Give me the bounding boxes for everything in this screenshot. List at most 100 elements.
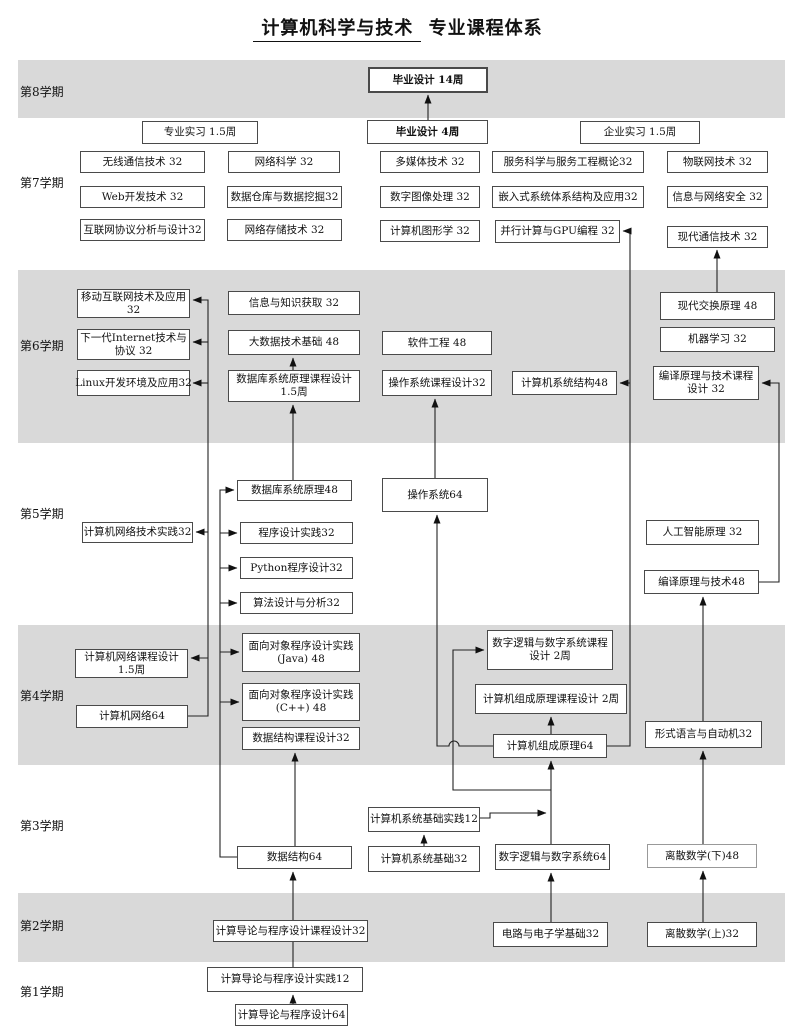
semester-label: 第2学期 [20, 919, 64, 933]
course-node: 计算机组成原理课程设计 2周 [475, 684, 627, 714]
course-node-label: 协议 32 [114, 344, 153, 357]
course-node-label: 面向对象程序设计实践 [248, 689, 354, 701]
course-node-label: 计算机网络课程设计 [84, 650, 179, 663]
course-node: 数字逻辑与数字系统64 [495, 844, 610, 870]
course-node: 网络科学 32 [228, 151, 340, 173]
course-node-label: Web开发技术 32 [101, 190, 184, 203]
semester-label: 第3学期 [20, 819, 64, 833]
course-node: 大数据技术基础 48 [228, 330, 360, 355]
course-node: 操作系统课程设计32 [382, 370, 492, 396]
course-node-label: 嵌入式系统体系结构及应用32 [498, 190, 638, 203]
course-node-label: 计算导论与程序设计实践12 [220, 973, 350, 985]
course-node-label: 计算机组成原理64 [506, 739, 594, 752]
edge [480, 809, 547, 819]
course-node-label: 1.5周 [117, 663, 146, 676]
course-node-label: 计算导论与程序设计课程设计32 [215, 924, 366, 937]
course-node-label: 数据库系统原理48 [251, 484, 338, 496]
course-node: 下一代Internet技术与协议 32 [77, 329, 190, 360]
course-node-label: 数据库系统原理课程设计 [236, 373, 352, 385]
course-node: 算法设计与分析32 [240, 592, 353, 614]
edge [188, 296, 209, 717]
course-node: 计算机系统基础32 [368, 846, 480, 872]
edge [433, 514, 493, 747]
course-node-label: 现代通信技术 32 [677, 230, 758, 243]
course-node-label: 32 [126, 303, 141, 316]
course-node-label: 下一代Internet技术与 [80, 331, 187, 344]
course-node: 计算机系统结构48 [512, 371, 617, 395]
course-node: 计算机系统基础实践12 [368, 807, 480, 832]
course-node-label: 计算机组成原理课程设计 2周 [482, 692, 620, 705]
course-node-label: 计算机网络技术实践32 [83, 526, 192, 538]
course-node: 计算导论与程序设计实践12 [207, 967, 363, 992]
course-node-label: 数字图像处理 32 [390, 190, 470, 203]
course-node: 信息与知识获取 32 [228, 291, 360, 315]
course-node: 无线通信技术 32 [80, 151, 205, 173]
edge [219, 486, 237, 858]
course-node: 程序设计实践32 [240, 522, 353, 544]
course-node-label: 移动互联网技术及应用 [81, 290, 186, 303]
course-node: 软件工程 48 [382, 331, 492, 355]
course-node: 计算导论与程序设计64 [235, 1004, 348, 1026]
edge [607, 227, 632, 747]
course-node: Linux开发环境及应用32 [75, 370, 192, 396]
course-node: 数据结构64 [237, 846, 352, 869]
course-node: 计算机图形学 32 [380, 220, 480, 242]
course-node-label: 电路与电子学基础32 [501, 928, 600, 940]
course-node-label: 编译原理与技术课程 [658, 370, 754, 382]
course-node: 编译原理与技术48 [644, 570, 759, 594]
course-node-label: 物联网技术 32 [682, 155, 753, 168]
course-node: 嵌入式系统体系结构及应用32 [492, 186, 644, 208]
course-node: 数据仓库与数据挖掘32 [227, 186, 342, 208]
course-node: 操作系统64 [382, 478, 488, 512]
course-node-label: 数字逻辑与数字系统64 [498, 850, 607, 863]
course-node: 人工智能原理 32 [646, 520, 759, 545]
course-node-label: 计算机系统基础32 [380, 852, 468, 865]
course-node-label: 算法设计与分析32 [253, 596, 340, 609]
course-node: 面向对象程序设计实践(Java) 48 [242, 633, 360, 672]
course-node-label: (C++) 48 [275, 702, 327, 714]
course-node: 互联网协议分析与设计32 [80, 219, 205, 241]
course-node-label: 毕业设计 14周 [392, 73, 464, 86]
semester-label: 第6学期 [20, 339, 64, 353]
course-node: 物联网技术 32 [667, 151, 768, 173]
course-node: 信息与网络安全 32 [667, 186, 768, 208]
course-node: 现代通信技术 32 [667, 226, 768, 248]
course-node: 电路与电子学基础32 [493, 922, 608, 947]
course-node-label: 数据仓库与数据挖掘32 [230, 190, 339, 203]
course-node-label: 机器学习 32 [688, 333, 747, 345]
course-node-label: 毕业设计 4周 [395, 125, 460, 138]
course-node-label: 编译原理与技术48 [658, 575, 745, 588]
course-node-label: 计算机网络64 [99, 710, 165, 722]
title-rest-part: 专业课程体系 [421, 18, 543, 39]
page-title: 计算机科学与技术 专业课程体系 [0, 14, 796, 42]
course-node: 形式语言与自动机32 [645, 721, 762, 748]
course-node: 数字逻辑与数字系统课程设计 2周 [487, 630, 613, 670]
course-node: 计算机网络64 [76, 705, 188, 728]
course-node: 计算机网络技术实践32 [82, 522, 193, 543]
course-node: 机器学习 32 [660, 327, 775, 352]
course-node: Python程序设计32 [240, 557, 353, 579]
course-node: 计算机组成原理64 [493, 734, 607, 758]
semester-label: 第8学期 [20, 85, 64, 99]
course-node-label: 数据结构64 [266, 851, 323, 863]
course-node-label: 面向对象程序设计实践 [248, 639, 354, 652]
semester-label: 第1学期 [20, 985, 64, 999]
course-node: 数据结构课程设计32 [242, 727, 360, 750]
course-node-label: Linux开发环境及应用32 [75, 376, 192, 389]
course-node-label: 设计 2周 [529, 650, 571, 662]
course-node-label: 1.5周 [280, 386, 308, 398]
course-node-label: 专业实习 1.5周 [163, 126, 237, 138]
course-node-label: 设计 32 [687, 383, 725, 395]
course-node-label: 数据结构课程设计32 [252, 732, 350, 744]
course-node: 编译原理与技术课程设计 32 [653, 366, 759, 400]
course-node: 企业实习 1.5周 [580, 121, 700, 144]
course-node-label: 程序设计实践32 [258, 526, 335, 539]
course-node: 网络存储技术 32 [227, 219, 342, 241]
course-node: 并行计算与GPU编程 32 [495, 220, 620, 243]
edge [759, 379, 780, 583]
course-node: 离散数学(下)48 [647, 844, 757, 868]
course-node: 毕业设计 4周 [367, 120, 488, 144]
